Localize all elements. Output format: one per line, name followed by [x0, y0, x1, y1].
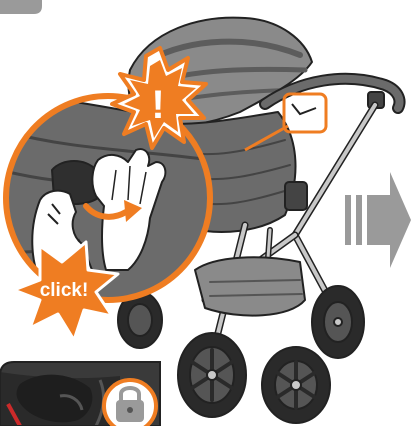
page-corner-tab — [0, 0, 42, 14]
wheel-rear-right — [262, 347, 330, 423]
warning-symbol: ! — [151, 83, 164, 127]
next-step-arrow-icon — [345, 172, 411, 268]
stroller-basket — [195, 257, 305, 315]
padlock-icon — [104, 380, 156, 426]
click-label: click! — [40, 280, 89, 301]
wheel-front-left — [178, 333, 246, 417]
wheel-front-right — [312, 286, 364, 358]
